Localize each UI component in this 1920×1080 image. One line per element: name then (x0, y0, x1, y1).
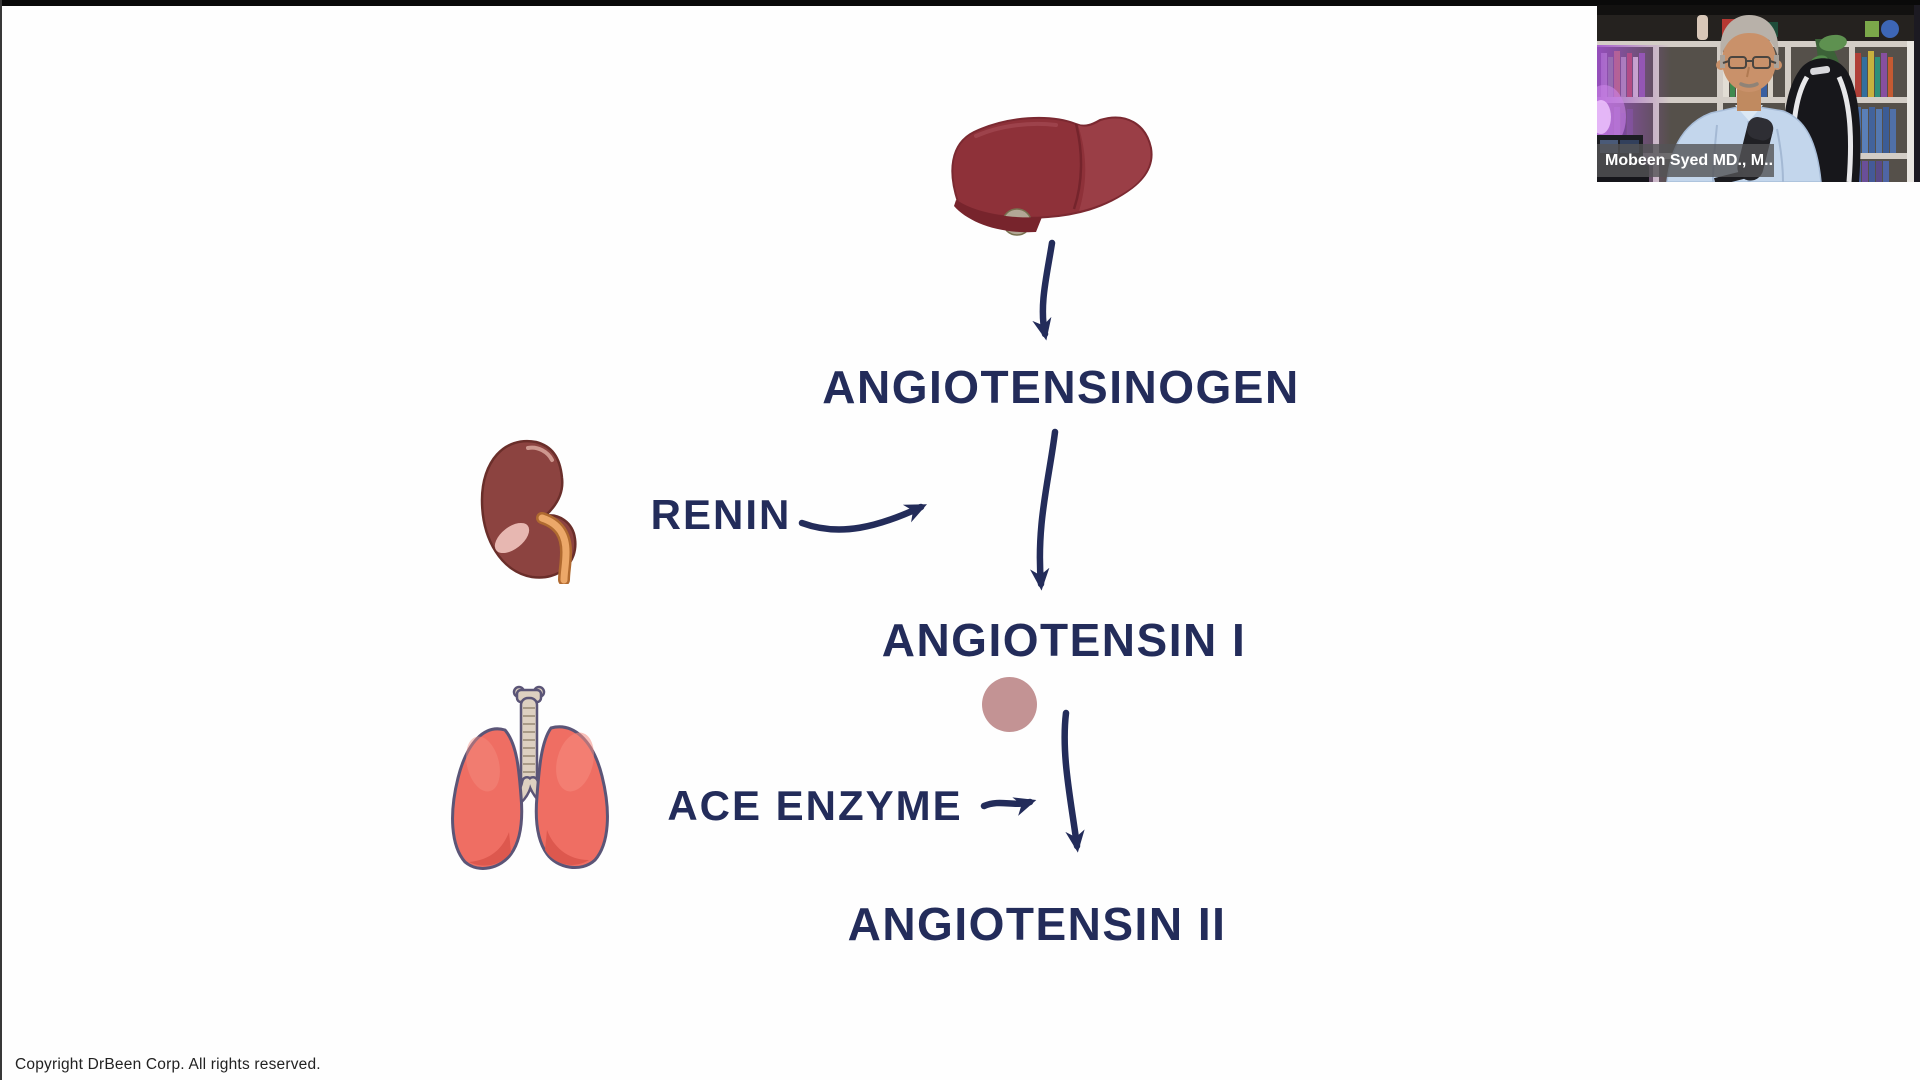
video-caption-bar: Mobeen Syed MD., M... (1597, 144, 1774, 177)
label-ace-enzyme: ACE ENZYME (667, 782, 963, 829)
laser-pointer-dot (982, 677, 1037, 732)
letterbox-left-edge (0, 0, 2, 1080)
presenter-video[interactable]: Mobeen Syed MD., M... (1597, 5, 1920, 182)
kidney-icon (480, 439, 577, 584)
node-angiotensinogen: ANGIOTENSINOGEN (822, 361, 1300, 413)
lungs-icon (451, 685, 609, 870)
node-angiotensin-i: ANGIOTENSIN I (881, 614, 1247, 666)
arrow-ace-to-pathway (980, 797, 1037, 816)
shelf-ornament (1697, 15, 1708, 40)
arrow-renin-to-pathway (798, 503, 928, 533)
arrow-liver-to-angiotensinogen (1032, 239, 1056, 341)
letterbox-top-bar (0, 0, 1920, 6)
arrow-angiotensin-i-to-ii (1061, 709, 1085, 853)
arrow-angiotensinogen-to-angiotensin-i (1030, 428, 1059, 591)
node-angiotensin-ii: ANGIOTENSIN II (847, 898, 1227, 950)
label-renin: RENIN (650, 491, 792, 538)
liver-icon (951, 116, 1153, 236)
presenter-name: Mobeen Syed MD., M... (1605, 152, 1774, 169)
copyright-text: Copyright DrBeen Corp. All rights reserv… (15, 1056, 321, 1073)
glasses (1722, 56, 1777, 69)
